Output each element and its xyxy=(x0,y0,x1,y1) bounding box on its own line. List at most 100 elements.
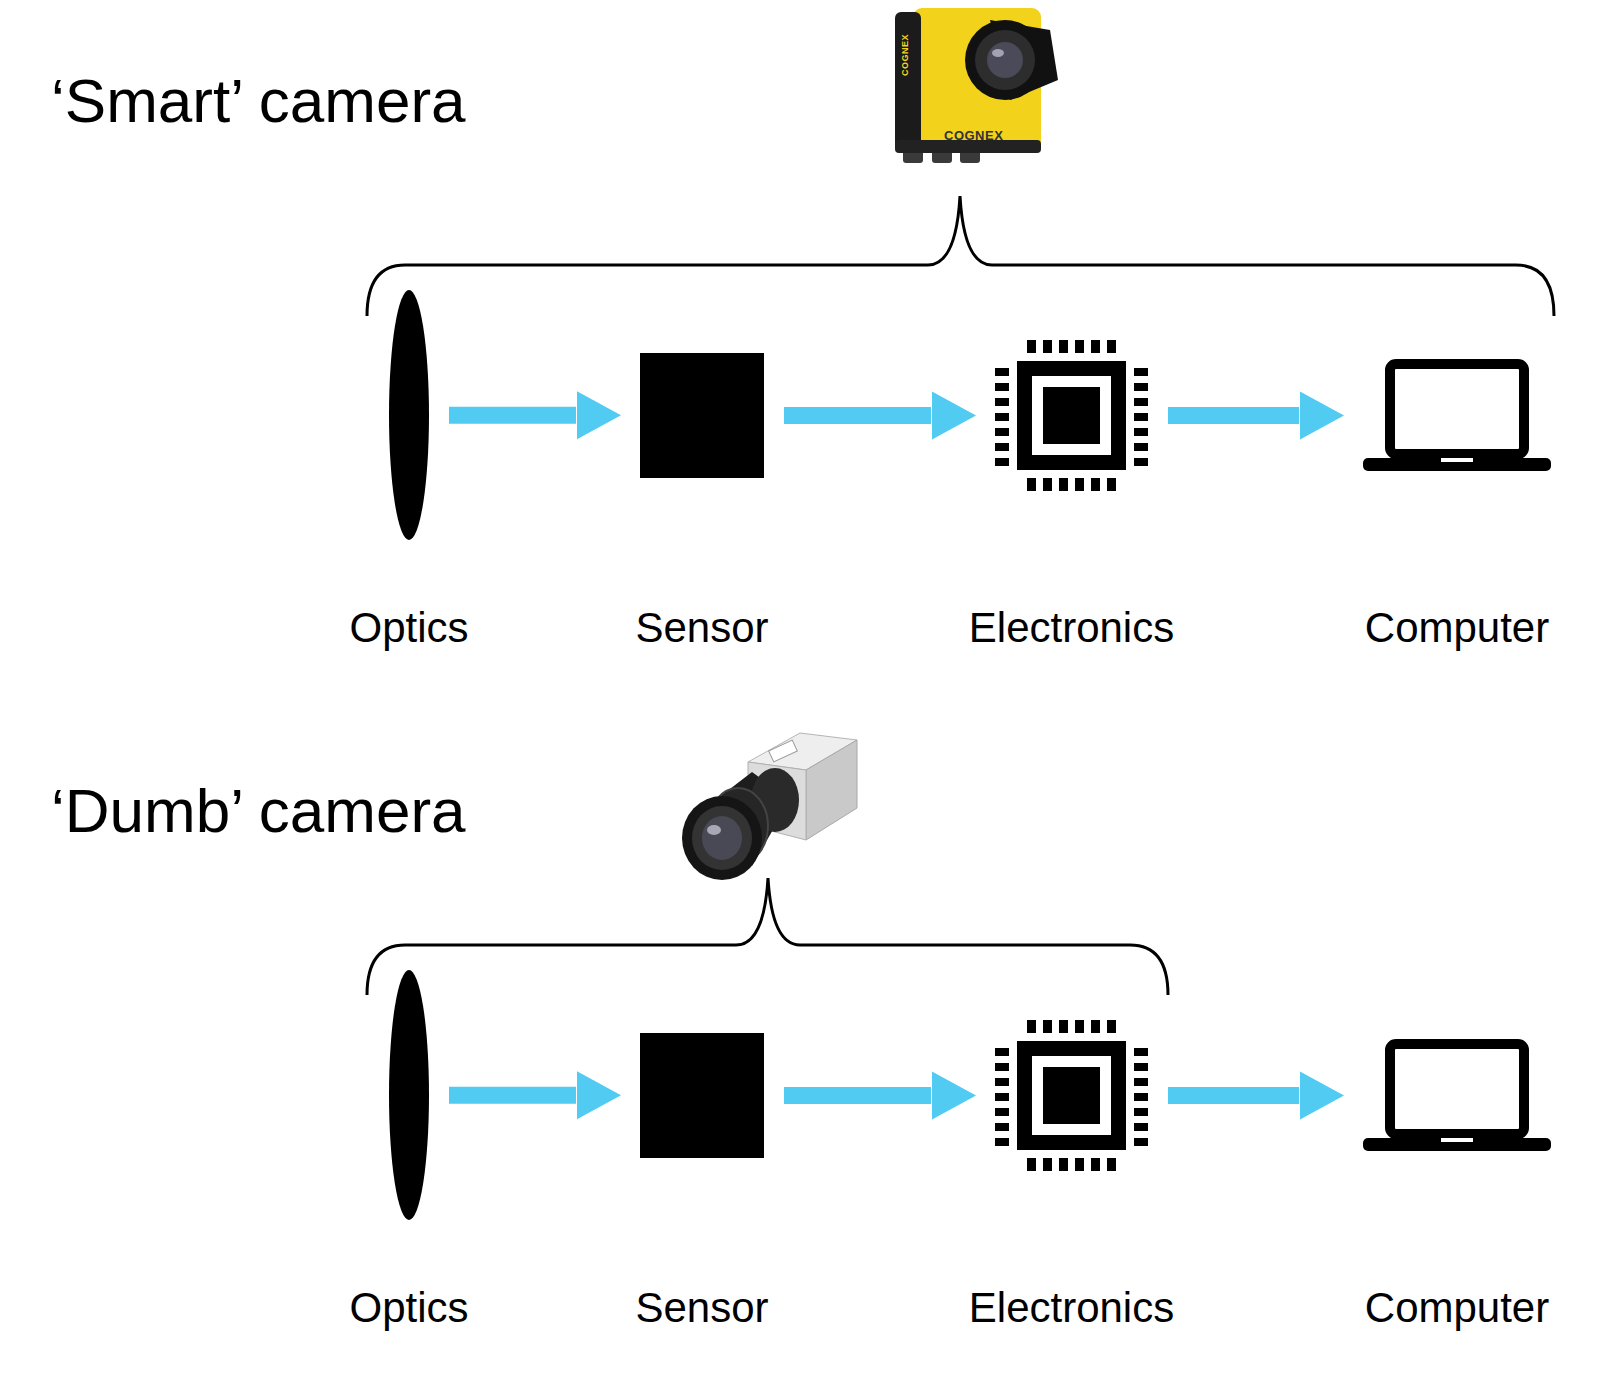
chip-pin xyxy=(1091,1020,1100,1033)
component-label: Electronics xyxy=(969,1285,1174,1331)
chip-pin xyxy=(995,428,1009,436)
chip-pin xyxy=(995,1123,1009,1131)
flow-arrow xyxy=(1168,1072,1344,1120)
chip-pin xyxy=(1043,1158,1052,1171)
chip-pin xyxy=(995,398,1009,406)
chip-pin xyxy=(1059,1158,1068,1171)
flow-arrow xyxy=(784,1072,976,1120)
chip-pin xyxy=(995,1078,1009,1086)
chip-pin xyxy=(995,383,1009,391)
arrow-head xyxy=(577,1071,621,1119)
flow-arrow xyxy=(449,391,621,439)
chip-pin xyxy=(1043,1020,1052,1033)
component-label: Optics xyxy=(349,605,468,651)
chip-pin xyxy=(995,1093,1009,1101)
lens-symbol xyxy=(389,290,429,540)
chip-pin xyxy=(1059,1020,1068,1033)
chip-pin xyxy=(1091,478,1100,491)
laptop-icon xyxy=(1363,1039,1551,1152)
arrow-shaft xyxy=(784,407,931,424)
group-bracket xyxy=(367,196,1554,316)
arrow-shaft xyxy=(1168,1087,1299,1104)
camera-lens xyxy=(975,30,1035,90)
flow-arrow xyxy=(1168,392,1344,440)
chip-pin xyxy=(1134,1048,1148,1056)
sensor-node: Sensor xyxy=(640,1033,764,1158)
flow-arrow xyxy=(784,392,976,440)
camera-lens xyxy=(682,796,762,880)
camera-lens xyxy=(965,20,1045,100)
sensor-node: Sensor xyxy=(640,353,764,478)
chip-pin xyxy=(1134,413,1148,421)
chip-pin xyxy=(1027,340,1036,353)
sensor-symbol xyxy=(640,1033,764,1158)
chip-ring xyxy=(1032,1056,1111,1135)
lens-icon xyxy=(389,290,429,540)
laptop-symbol xyxy=(1363,364,1551,471)
sensor-icon xyxy=(640,1033,764,1158)
arrow-head xyxy=(1300,392,1344,440)
lens-node: Optics xyxy=(389,290,429,540)
laptop-base xyxy=(1363,1138,1551,1151)
group-heading: ‘Smart’ camera xyxy=(51,70,466,132)
chip-icon xyxy=(995,340,1148,491)
laptop-node: Computer xyxy=(1363,1039,1551,1152)
brand-text: COGNEX xyxy=(944,129,1003,142)
lens-icon xyxy=(389,970,429,1220)
chip-pin xyxy=(1134,1078,1148,1086)
lens-node: Optics xyxy=(389,970,429,1220)
camera-body xyxy=(806,740,857,840)
lens-glass xyxy=(987,42,1023,78)
chip-pin xyxy=(1134,458,1148,466)
chip-symbol xyxy=(995,340,1148,491)
chip-pin xyxy=(1134,368,1148,376)
chip-core xyxy=(1043,387,1100,444)
chip-pin xyxy=(1134,1063,1148,1071)
sensor-icon xyxy=(640,353,764,478)
chip-pin xyxy=(1134,383,1148,391)
camera-side xyxy=(895,12,921,152)
sensor-symbol xyxy=(640,353,764,478)
lens-glass xyxy=(702,816,742,860)
brand-text: COGNEX xyxy=(901,34,910,76)
chip-pin xyxy=(1059,340,1068,353)
group-bracket xyxy=(367,878,1168,995)
arrow-head xyxy=(932,1072,976,1120)
arrow-shaft xyxy=(1168,407,1299,424)
component-label: Electronics xyxy=(969,605,1174,651)
chip-pin xyxy=(995,458,1009,466)
arrow-shaft xyxy=(449,407,576,424)
laptop-notch xyxy=(1441,1138,1473,1142)
chip-core xyxy=(1043,1067,1100,1124)
component-label: Sensor xyxy=(635,605,768,651)
component-label: Computer xyxy=(1365,1285,1549,1331)
chip-pin xyxy=(1027,478,1036,491)
chip-pin xyxy=(1134,1093,1148,1101)
laptop-base xyxy=(1363,458,1551,471)
laptop-node: Computer xyxy=(1363,359,1551,472)
chip-pin xyxy=(1091,340,1100,353)
chip-pin xyxy=(1075,340,1084,353)
chip-node: Electronics xyxy=(995,1020,1148,1171)
chip-pin xyxy=(1134,443,1148,451)
chip-pin xyxy=(995,368,1009,376)
chip-symbol xyxy=(995,1020,1148,1171)
arrow-head xyxy=(1300,1072,1344,1120)
camera-lens xyxy=(692,806,752,870)
chip-pin xyxy=(995,443,1009,451)
arrow-head xyxy=(577,391,621,439)
laptop-screen xyxy=(1390,364,1524,454)
lens-highlight xyxy=(992,49,1004,57)
arrow-head xyxy=(932,392,976,440)
chip-ring xyxy=(1032,376,1111,455)
laptop-screen xyxy=(1390,1044,1524,1134)
chip-body xyxy=(1017,1041,1126,1150)
component-label: Optics xyxy=(349,1285,468,1331)
chip-icon xyxy=(995,1020,1148,1171)
chip-pin xyxy=(1107,340,1116,353)
laptop-notch xyxy=(1441,458,1473,462)
chip-pin xyxy=(1134,1138,1148,1146)
